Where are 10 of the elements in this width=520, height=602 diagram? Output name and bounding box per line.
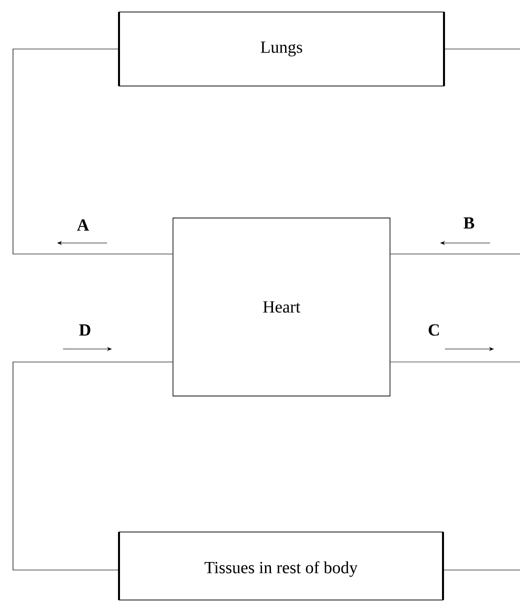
flow-label: A: [77, 219, 90, 231]
connector-line: [12, 362, 173, 570]
flow-label: B: [464, 217, 474, 229]
connector-line: [444, 48, 520, 50]
process-box: Lungs: [118, 11, 445, 87]
connector-line: [12, 48, 173, 254]
process-box: Tissues in rest of body: [118, 531, 444, 601]
flow-label: C: [428, 324, 439, 336]
flow-label: D: [79, 324, 90, 336]
process-box: Heart: [172, 218, 390, 396]
